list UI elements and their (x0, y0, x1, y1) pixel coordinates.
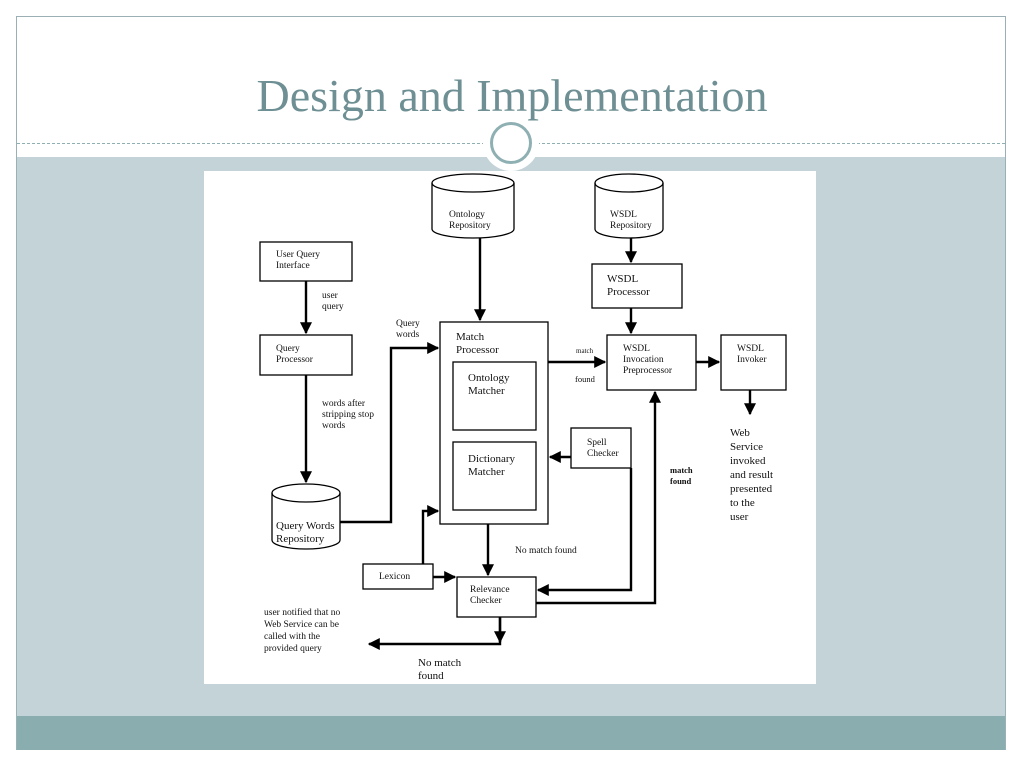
query-words-repository-label: Query Words Repository (276, 520, 335, 545)
dictionary-matcher-label: Dictionary Matcher (468, 453, 516, 478)
dictionary-matcher-box (452, 441, 537, 511)
user-query-edge-label: user query (322, 291, 344, 312)
wsdl-processor-label: WSDL Processor (607, 273, 650, 298)
slide-title: Design and Implementation (256, 70, 768, 121)
arrow-relevance-to-preprocessor (536, 390, 661, 605)
architecture-diagram: User Query Interface Query Processor Que… (204, 171, 816, 684)
spell-checker-label: Spell Checker (587, 438, 619, 459)
user-query-interface-label: User Query Interface (276, 250, 321, 271)
no-match-found-bottom-edge-label: No match found (418, 657, 462, 682)
ontology-repository-label: Ontology Repository (449, 210, 491, 231)
query-words-repository-cylinder (271, 483, 341, 550)
diagram-canvas (259, 173, 787, 650)
ontology-matcher-box (452, 361, 537, 431)
spell-checker-box (570, 427, 632, 469)
wsdl-repository-cylinder (594, 173, 664, 239)
wsdl-processor-box (591, 263, 683, 309)
arrow-relevance-no-match (367, 617, 502, 650)
divider-ring-inner (490, 122, 532, 164)
match-found-side-edge-label: match found (670, 465, 693, 486)
arrow-query-words (340, 342, 440, 524)
wsdl-invocation-preprocessor-label: WSDL Invocation Preprocessor (623, 344, 673, 376)
user-notified-label: user notified that no Web Service can be… (264, 608, 341, 654)
arrow-spell-to-relevance (536, 468, 633, 596)
divider-ring-ornament (483, 115, 539, 171)
relevance-checker-label: Relevance Checker (470, 585, 510, 606)
match-found-top-edge-label-2: found (575, 374, 595, 384)
relevance-checker-box (456, 576, 537, 618)
match-processor-label: Match Processor (456, 331, 499, 356)
query-words-edge-label: Query words (396, 319, 420, 340)
lexicon-label: Lexicon (379, 572, 411, 582)
words-after-stripping-edge-label: words after stripping stop words (322, 399, 374, 431)
footer-band (17, 716, 1005, 750)
match-processor-box (439, 321, 549, 525)
no-match-found-mid-edge-label: No match found (515, 546, 577, 556)
web-service-invoked-label: Web Service invoked and result presented… (730, 427, 774, 523)
ontology-matcher-label: Ontology Matcher (468, 372, 510, 397)
query-processor-label: Query Processor (276, 344, 313, 365)
wsdl-invoker-label: WSDL Invoker (737, 344, 767, 365)
arrow-lexicon-to-match (421, 505, 440, 564)
match-found-top-edge-label-1: match (576, 347, 594, 355)
ontology-repository-cylinder (431, 173, 515, 239)
wsdl-repository-label: WSDL Repository (610, 210, 652, 231)
wsdl-invoker-box (720, 334, 787, 391)
